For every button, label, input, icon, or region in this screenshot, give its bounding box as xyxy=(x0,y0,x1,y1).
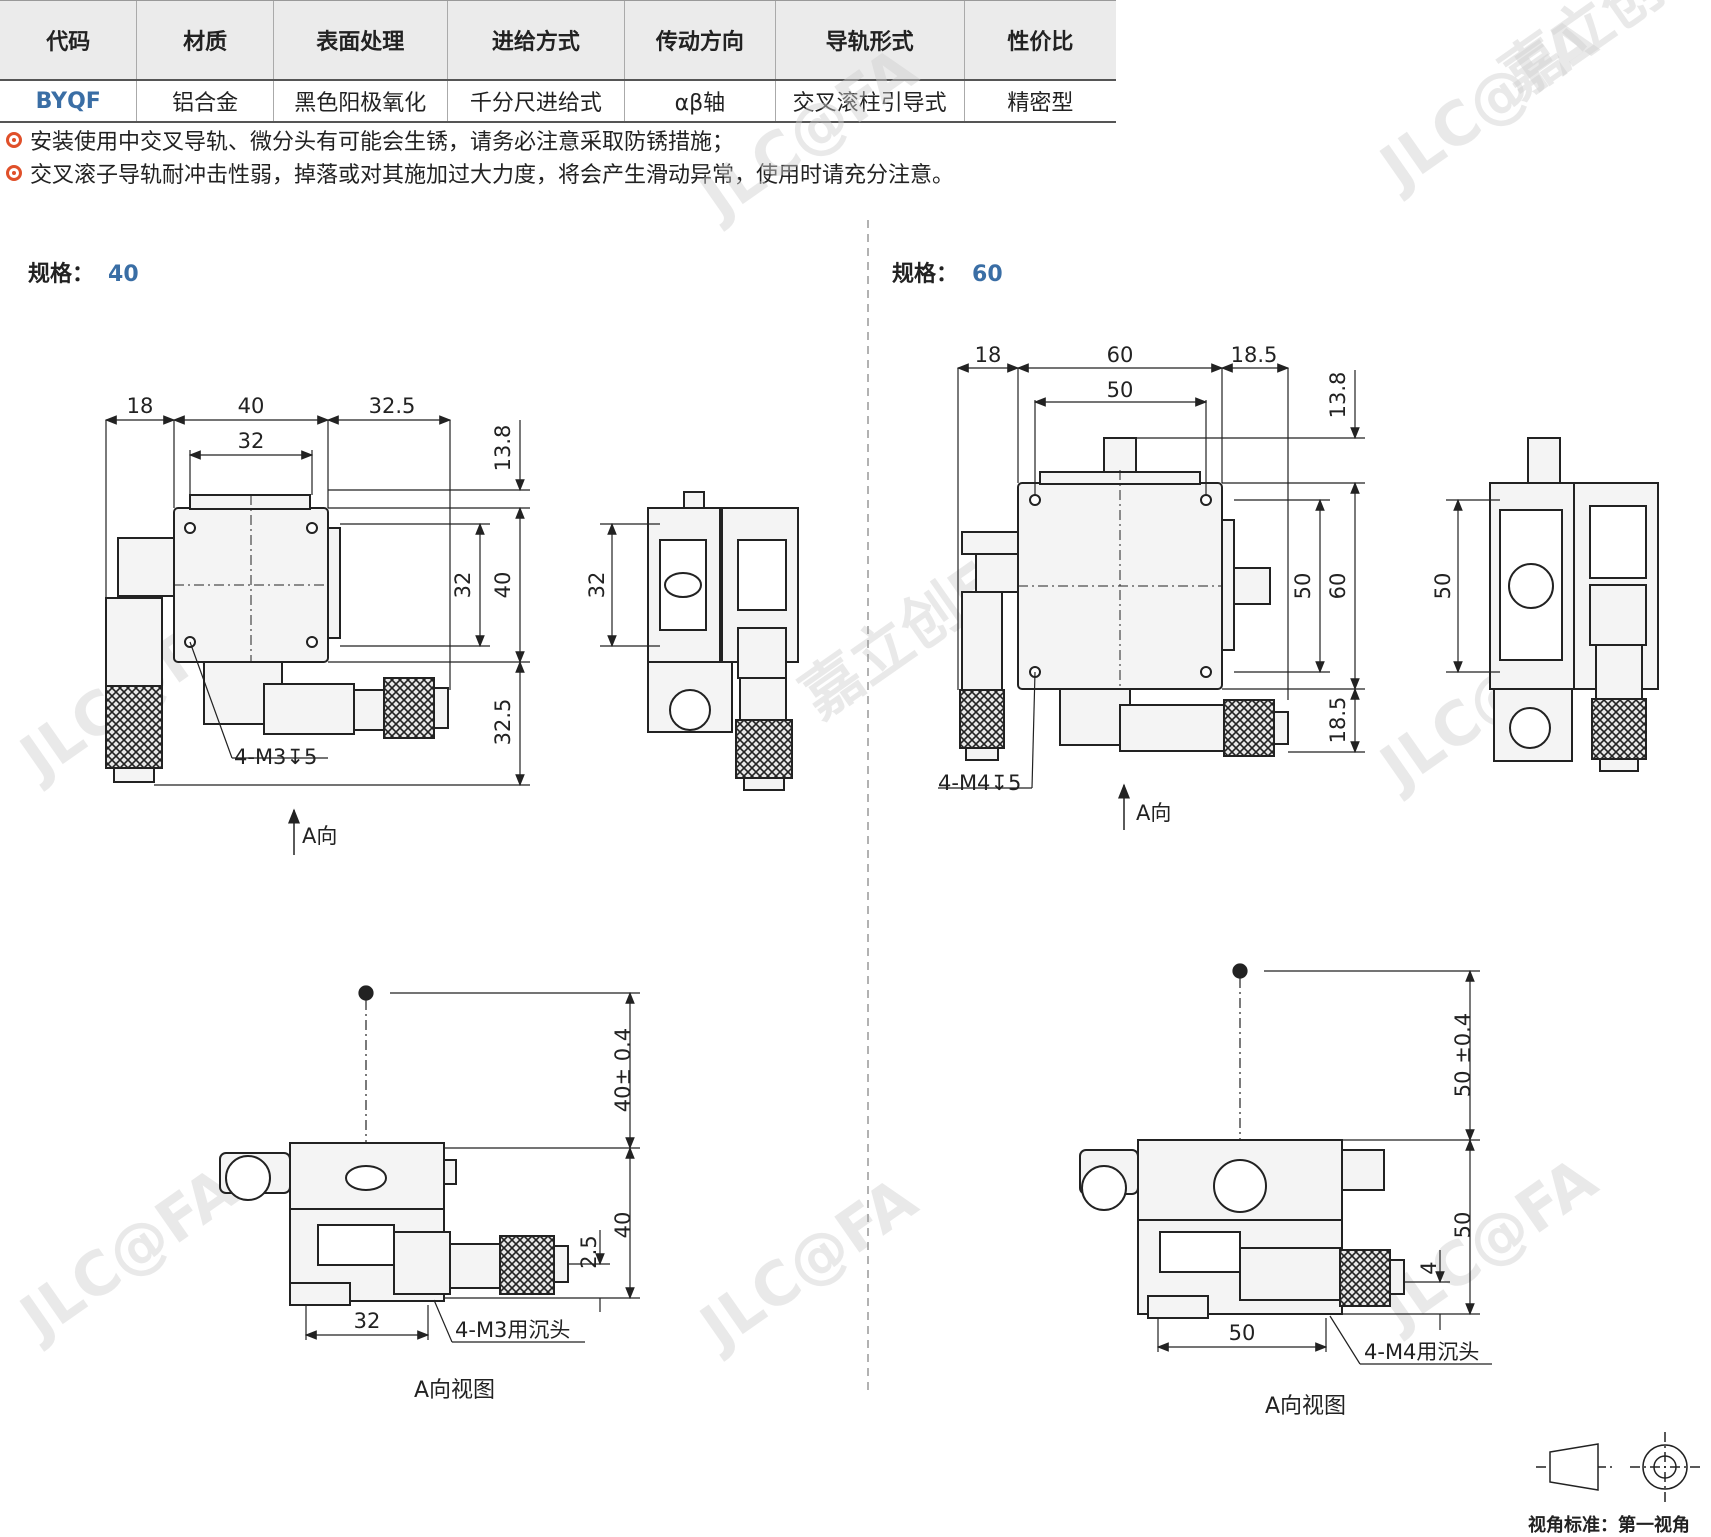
dim-40-radius: 40± 0.4 xyxy=(611,1028,635,1112)
cell-surface: 黑色阳极氧化 xyxy=(272,80,448,123)
dim-40-right-top: 13.8 xyxy=(491,425,515,472)
header-guide: 导轨形式 xyxy=(774,0,965,81)
dim-40-inner-top: 32 xyxy=(238,429,265,453)
svg-text:JLC@FA: JLC@FA xyxy=(685,34,930,235)
header-surface: 表面处理 xyxy=(272,0,448,81)
cell-material: 铝合金 xyxy=(136,80,274,123)
dim-60-radius: 50 ±0.4 xyxy=(1451,1013,1475,1097)
note-text-2: 交叉滚子导轨耐冲击性弱，掉落或对其施加过大力度，将会产生滑动异常，使用时请充分注… xyxy=(30,163,955,188)
dim-40-top-right: 32.5 xyxy=(369,394,416,418)
spec40-a-view-dims xyxy=(304,985,640,1343)
spec40-top-view xyxy=(105,494,449,783)
dim-40-right-bottom: 32.5 xyxy=(491,699,515,746)
projection-standard-label: 视角标准：第一视角 xyxy=(1528,1515,1690,1536)
header-direction: 传动方向 xyxy=(624,0,775,81)
spec-60-label-text: 规格： xyxy=(892,262,959,287)
spec-60-label: 规格： 60 xyxy=(892,256,1003,288)
cell-feed: 千分尺进给式 xyxy=(446,80,625,123)
spec60-a-view xyxy=(1079,1139,1405,1319)
svg-text:JLC@FA: JLC@FA xyxy=(685,1164,930,1365)
header-feed: 进给方式 xyxy=(446,0,625,81)
spec60-top-view xyxy=(959,437,1289,761)
dim-40-top-mid: 40 xyxy=(238,394,265,418)
dim-60-top-mid: 60 xyxy=(1107,343,1134,367)
spec60-view-caption: A向视图 xyxy=(1265,1394,1347,1419)
spec60-a-view-labels: 50 ±0.4 50 4 50 4-M4用沉头 xyxy=(1229,1013,1480,1364)
spec60-side-view xyxy=(1489,437,1659,772)
dim-60-side: 50 xyxy=(1431,573,1455,600)
spec-table-row: BYQF 铝合金 黑色阳极氧化 千分尺进给式 αβ轴 交叉滚柱引导式 精密型 xyxy=(0,80,1116,123)
spec40-arrow-a: A向 xyxy=(288,808,337,855)
spec40-top-labels: 18 40 32.5 32 13.8 40 32 32.5 4-M3↧5 xyxy=(127,394,515,769)
spec40-arrow-label: A向 xyxy=(302,824,337,848)
dim-40-small: 2.5 xyxy=(577,1235,601,1268)
spec40-top-dimensions xyxy=(104,415,530,787)
dim-40-bottom: 32 xyxy=(354,1309,381,1333)
spec60-top-labels: 18 60 18.5 50 13.8 50 60 18.5 4-M4↧5 xyxy=(938,343,1350,795)
spec40-a-view xyxy=(219,1142,569,1306)
svg-text:JLC@FA: JLC@FA xyxy=(5,1154,250,1355)
spec-40-value: 40 xyxy=(108,262,139,287)
dim-40-top-left: 18 xyxy=(127,394,154,418)
dim-60-right-top: 13.8 xyxy=(1326,372,1350,419)
spec60-top-dims xyxy=(938,363,1365,789)
header-code: 代码 xyxy=(0,0,137,81)
svg-text:嘉立创FA: 嘉立创FA xyxy=(1488,0,1711,112)
spec60-arrow-label: A向 xyxy=(1136,801,1171,825)
header-material: 材质 xyxy=(136,0,274,81)
spec40-view-caption: A向视图 xyxy=(414,1378,496,1403)
cell-value: 精密型 xyxy=(963,80,1116,123)
spec40-side-dims xyxy=(600,522,660,648)
spec40-a-view-labels: 40± 0.4 40 2.5 32 4-M3用沉头 xyxy=(354,1028,635,1342)
dim-60-height: 50 xyxy=(1451,1212,1475,1239)
header-value: 性价比 xyxy=(963,0,1116,81)
dim-40-thread: 4-M3↧5 xyxy=(234,745,317,769)
dim-60-top-left: 18 xyxy=(975,343,1002,367)
dim-40-counterbore: 4-M3用沉头 xyxy=(455,1318,570,1342)
note-text-1: 安装使用中交叉导轨、微分头有可能会生锈，请务必注意采取防锈措施； xyxy=(30,130,735,155)
dim-60-bottom: 50 xyxy=(1229,1321,1256,1345)
dim-60-small: 4 xyxy=(1417,1261,1441,1274)
dim-60-inner-right: 50 xyxy=(1291,573,1315,600)
dim-60-thread: 4-M4↧5 xyxy=(938,771,1021,795)
spec-table-header: 代码 材质 表面处理 进给方式 传动方向 导轨形式 性价比 xyxy=(0,0,1116,81)
dim-40-right-mid: 40 xyxy=(491,572,515,599)
warning-bullet-icon xyxy=(6,165,22,181)
spec40-side-view xyxy=(647,491,799,791)
dim-60-right-mid: 60 xyxy=(1326,573,1350,600)
dim-40-height: 40 xyxy=(611,1212,635,1239)
note-2: 交叉滚子导轨耐冲击性弱，掉落或对其施加过大力度，将会产生滑动异常，使用时请充分注… xyxy=(6,157,954,189)
dim-60-right-bottom: 18.5 xyxy=(1326,697,1350,744)
spec-table: 代码 材质 表面处理 进给方式 传动方向 导轨形式 性价比 BYQF 铝合金 黑… xyxy=(0,0,1116,123)
spec-60-value: 60 xyxy=(972,262,1003,287)
dim-60-top-right: 18.5 xyxy=(1231,343,1278,367)
spec-40-label: 规格： 40 xyxy=(28,256,139,288)
dim-60-counterbore: 4-M4用沉头 xyxy=(1364,1340,1479,1364)
dim-40-side: 32 xyxy=(585,572,609,599)
spec60-side-dims xyxy=(1446,498,1500,674)
spec60-arrow-a: A向 xyxy=(1118,783,1171,830)
cell-guide: 交叉滚柱引导式 xyxy=(774,80,965,123)
dim-60-inner-top: 50 xyxy=(1107,378,1134,402)
warning-bullet-icon xyxy=(6,132,22,148)
spec-40-label-text: 规格： xyxy=(28,262,95,287)
cell-code: BYQF xyxy=(0,80,137,123)
note-1: 安装使用中交叉导轨、微分头有可能会生锈，请务必注意采取防锈措施； xyxy=(6,124,734,156)
cell-direction: αβ轴 xyxy=(624,80,775,123)
spec60-a-view-dims xyxy=(1156,963,1492,1365)
dim-40-inner-right: 32 xyxy=(451,572,475,599)
first-angle-projection-icon xyxy=(1536,1432,1700,1502)
